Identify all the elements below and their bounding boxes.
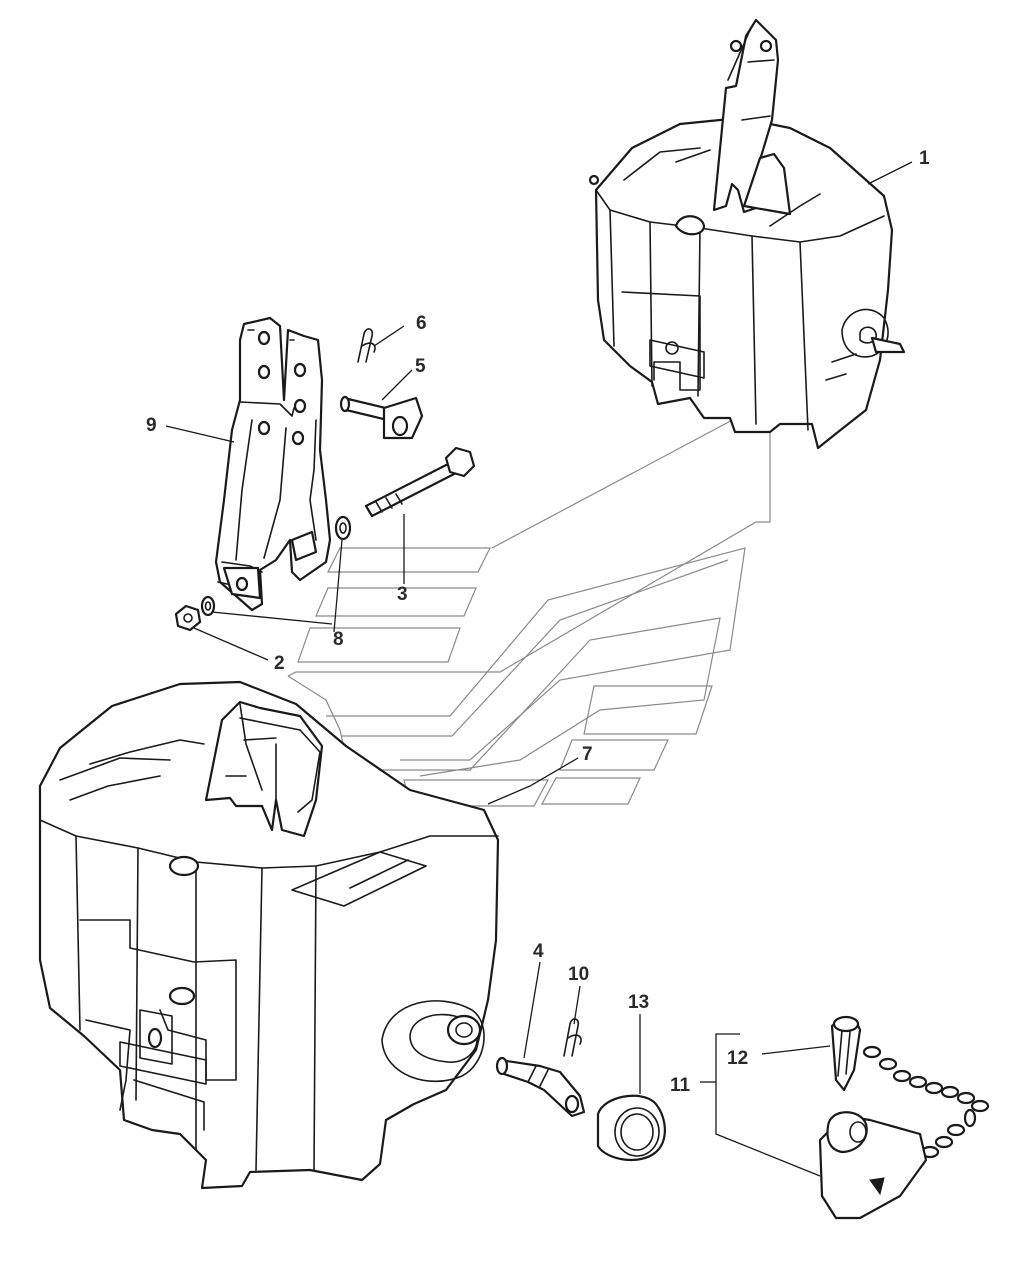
callout-9: 9 <box>146 415 157 436</box>
callout-11: 11 <box>670 1075 691 1096</box>
callout-1: 1 <box>919 148 930 169</box>
chain <box>862 1045 990 1177</box>
pin <box>495 1056 586 1118</box>
assembly-guide-lines <box>287 404 771 807</box>
callout-8: 8 <box>333 629 344 650</box>
weight-block-large <box>38 680 500 1190</box>
leader-lines <box>165 161 913 1177</box>
callout-13: 13 <box>628 992 649 1013</box>
callout-4: 4 <box>533 941 544 962</box>
callout-12: 12 <box>727 1048 748 1069</box>
callout-5: 5 <box>415 356 426 377</box>
callout-3: 3 <box>397 584 408 605</box>
callout-6: 6 <box>416 313 427 334</box>
weight-block-small <box>588 18 906 450</box>
pin-with-plate <box>339 395 424 440</box>
cap <box>596 1094 666 1161</box>
bracket <box>214 316 332 612</box>
callout-7: 7 <box>582 744 593 765</box>
callout-2: 2 <box>274 653 285 674</box>
callout-labels: 1 2 3 4 5 6 7 8 9 10 11 12 13 <box>146 148 930 1096</box>
clip-pin-lower <box>563 1018 582 1057</box>
bolt <box>364 446 476 518</box>
lynch-pin-with-chain <box>818 1015 990 1220</box>
callout-10: 10 <box>568 964 589 985</box>
washer-upper <box>334 515 352 541</box>
clip-pin-upper <box>357 328 376 363</box>
nut-and-washer <box>174 595 216 632</box>
